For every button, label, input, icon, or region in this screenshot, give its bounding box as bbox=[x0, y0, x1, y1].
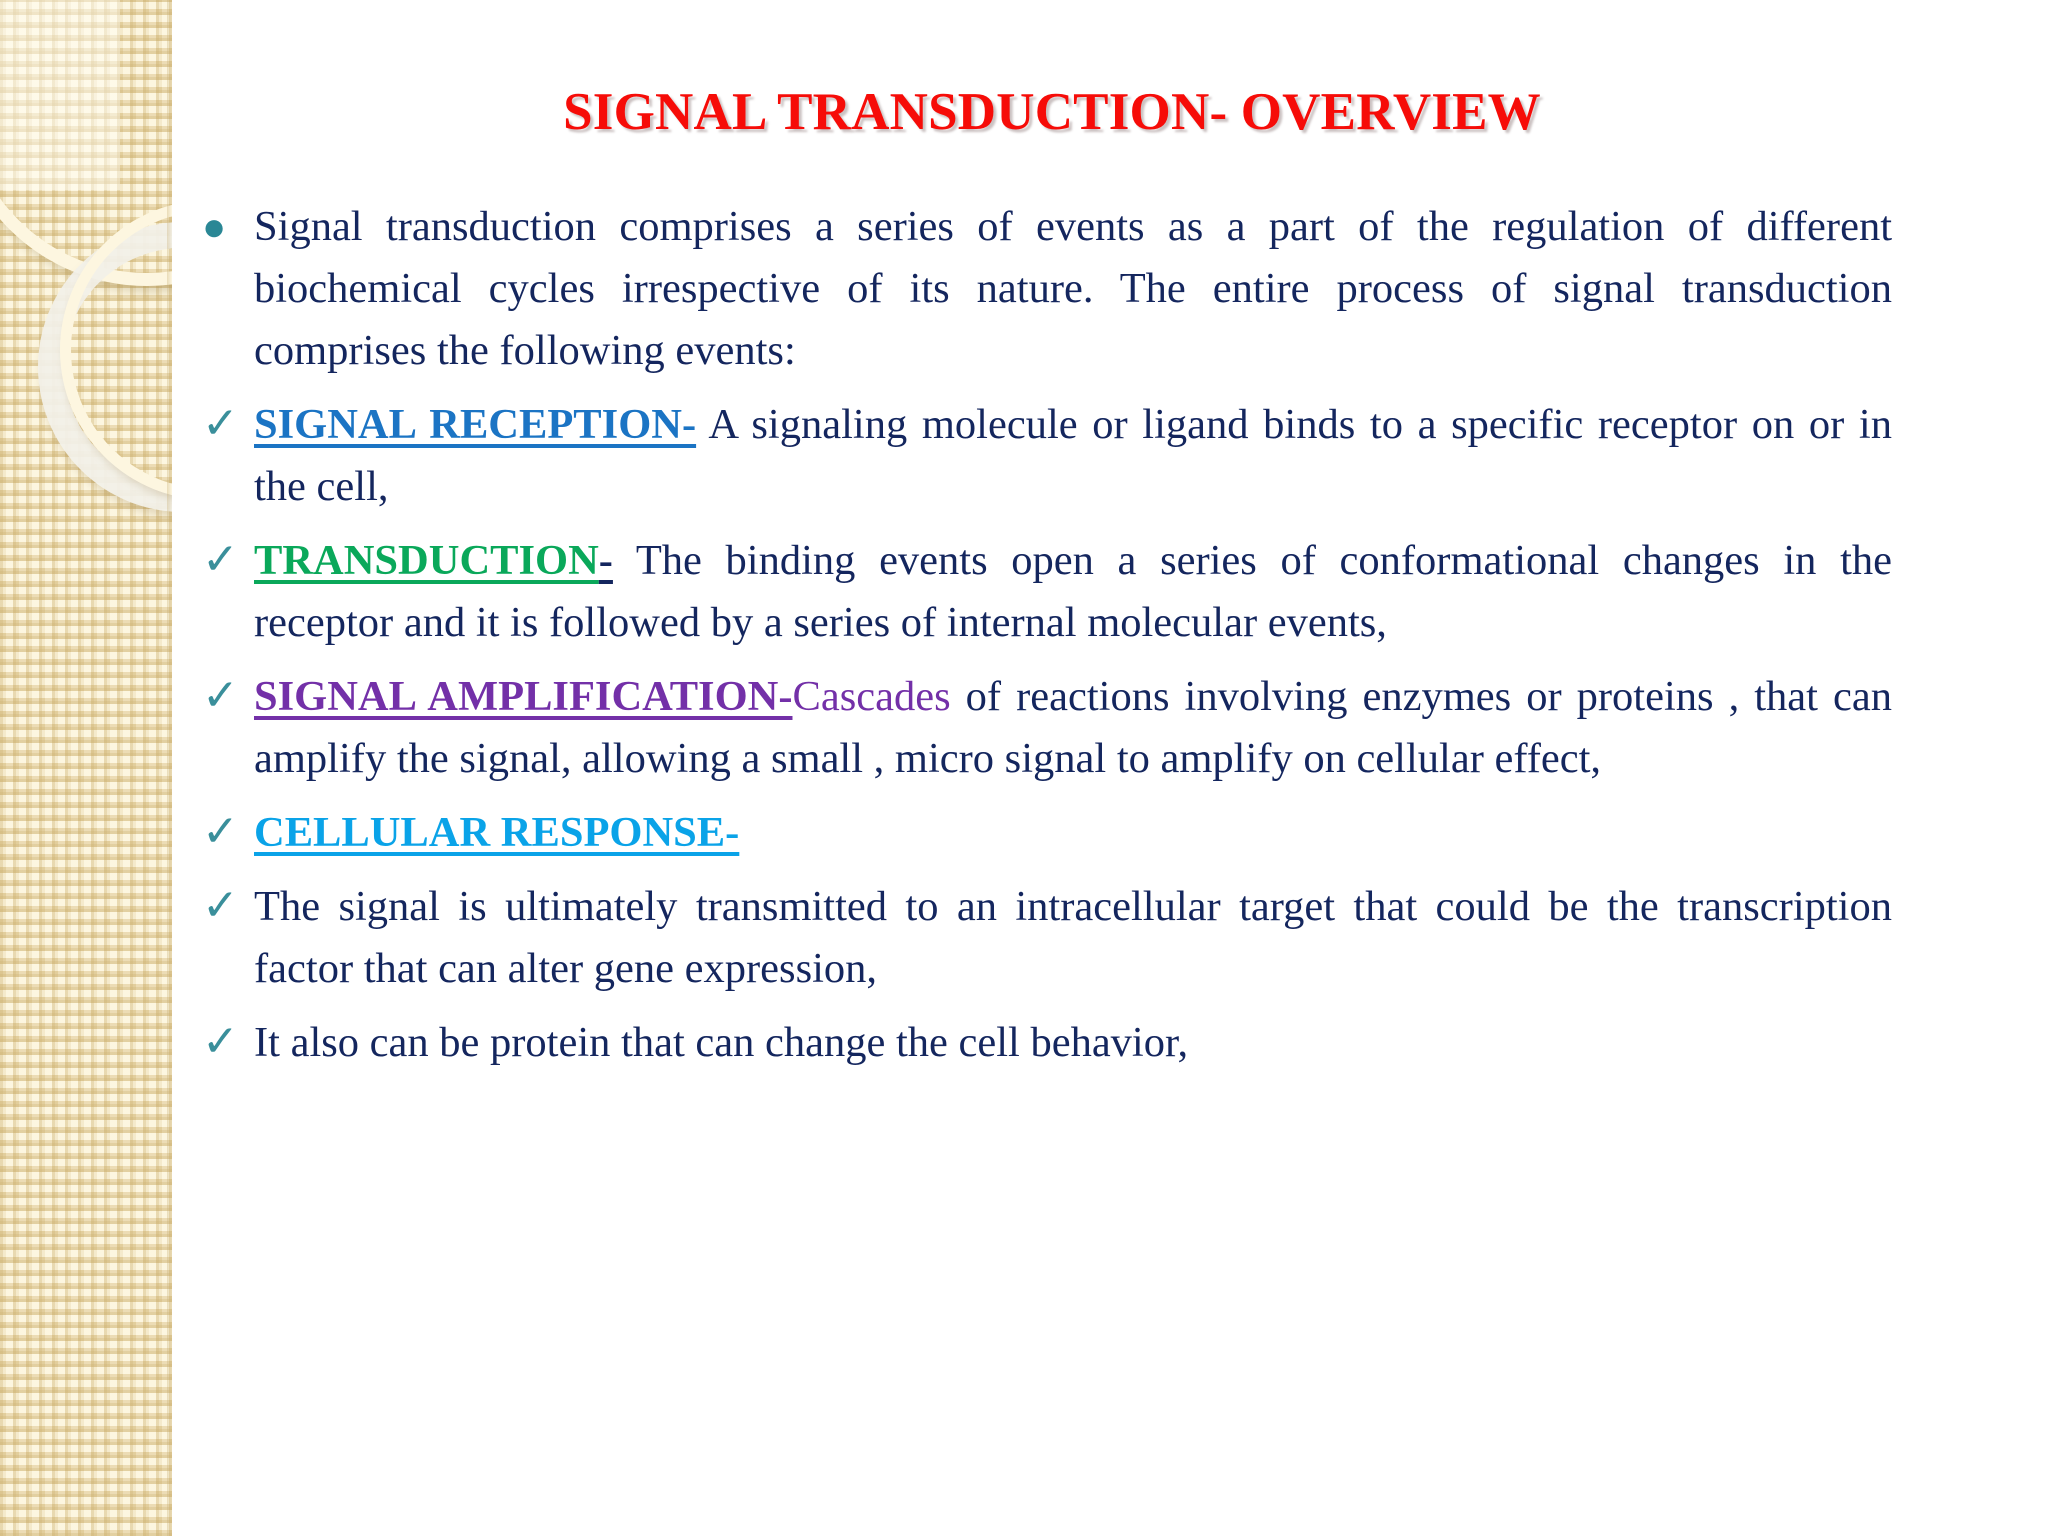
slide-content: SIGNAL TRANSDUCTION- OVERVIEW ● Signal t… bbox=[172, 0, 2048, 1536]
list-item-text: The signal is ultimately transmitted to … bbox=[254, 883, 1892, 992]
bullet-dot-icon: ● bbox=[202, 204, 227, 249]
check-mark-icon: ✓ bbox=[202, 1016, 239, 1067]
check-mark-icon: ✓ bbox=[202, 880, 239, 931]
keyword-transduction: TRANSDUCTION bbox=[254, 537, 599, 584]
bullet-list: ● Signal transduction comprises a series… bbox=[192, 196, 1892, 1086]
list-item-body: of reactions involving enzymes or protei… bbox=[254, 673, 1892, 782]
list-item: ✓ It also can be protein that can change… bbox=[192, 1012, 1892, 1074]
check-mark-icon: ✓ bbox=[202, 806, 239, 857]
list-item-text: It also can be protein that can change t… bbox=[254, 1019, 1189, 1066]
sidebar-edge-shadow bbox=[167, 0, 172, 1536]
list-item-text: Signal transduction comprises a series o… bbox=[254, 203, 1892, 374]
decorative-sidebar bbox=[0, 0, 172, 1536]
list-item-text: SIGNAL AMPLIFICATION-Cascades of reactio… bbox=[254, 666, 1892, 790]
list-item: ✓ TRANSDUCTION- The binding events open … bbox=[192, 530, 1892, 654]
keyword-signal-amplification: SIGNAL AMPLIFICATION- bbox=[254, 673, 793, 720]
keyword-signal-reception: SIGNAL RECEPTION- bbox=[254, 401, 697, 448]
list-item: ✓ The signal is ultimately transmitted t… bbox=[192, 876, 1892, 1000]
list-item-text: TRANSDUCTION- The binding events open a … bbox=[254, 530, 1892, 654]
list-item: ✓ CELLULAR RESPONSE- bbox=[192, 802, 1892, 864]
keyword-cellular-response: CELLULAR RESPONSE- bbox=[254, 809, 740, 856]
list-item: ● Signal transduction comprises a series… bbox=[192, 196, 1892, 382]
keyword-transduction-dash: - bbox=[598, 537, 613, 584]
list-item: ✓ SIGNAL AMPLIFICATION-Cascades of react… bbox=[192, 666, 1892, 790]
list-item: ✓ SIGNAL RECEPTION- A signaling molecule… bbox=[192, 394, 1892, 518]
check-mark-icon: ✓ bbox=[202, 398, 239, 449]
keyword-cascades: Cascades bbox=[792, 673, 951, 720]
check-mark-icon: ✓ bbox=[202, 534, 239, 585]
list-item-body: A signaling molecule or ligand binds to … bbox=[254, 401, 1892, 510]
list-item-body: The binding events open a series of conf… bbox=[254, 537, 1892, 646]
list-item-text: SIGNAL RECEPTION- A signaling molecule o… bbox=[254, 394, 1892, 518]
list-item-text: CELLULAR RESPONSE- bbox=[254, 802, 1892, 864]
check-mark-icon: ✓ bbox=[202, 670, 239, 721]
page-title: SIGNAL TRANSDUCTION- OVERVIEW bbox=[563, 83, 1541, 141]
